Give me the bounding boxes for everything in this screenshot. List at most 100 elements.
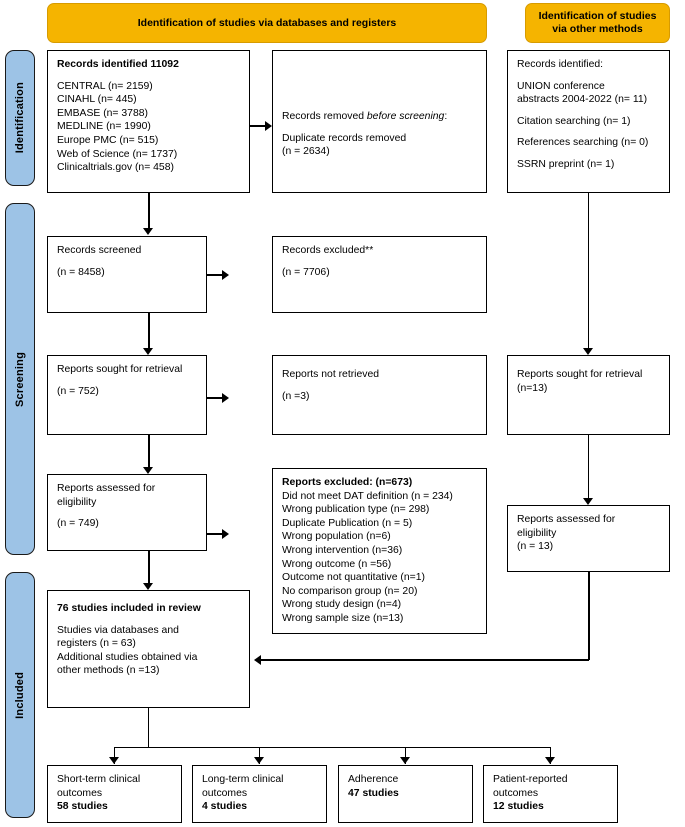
box-reports-sought-other: Reports sought for retrieval (n=13) [507,355,670,435]
records-excluded-count: (n = 7706) [282,266,330,278]
outcome-1-count: 58 studies [57,801,108,813]
arrowhead-right-notretrieved [222,393,229,403]
included-title: 76 studies included in review [57,603,201,614]
outcome-4-count: 12 studies [493,801,544,813]
box-outcome-adherence: Adherence 47 studies [338,765,473,823]
connector-other-to-included-horizontal [261,659,589,661]
source-medline: MEDLINE (n= 1990) [57,121,151,133]
box-other-identified: Records identified: UNION conference abs… [507,50,670,193]
other-references-searching: References searching (n= 0) [517,137,649,149]
reason-dat-definition: Did not meet DAT definition (n = 234) [282,490,453,502]
connector-other-sought-to-assessed [588,435,590,498]
outcome-3-line1: Adherence [348,774,399,785]
source-embase: EMBASE (n= 3788) [57,107,148,119]
box-reports-assessed: Reports assessed for eligibility (n = 74… [47,474,207,551]
connector-screened-to-sought [148,313,150,348]
arrowhead-right-excluded [222,270,229,280]
other-union-line2: abstracts 2004-2022 (n= 11) [517,94,648,106]
connector-drop-outcome-3 [405,747,407,764]
arrowhead-down-outcome-3 [400,757,410,764]
included-databases-line1: Studies via databases and [57,624,179,636]
included-other-line1: Additional studies obtained via [57,651,198,663]
stage-label-identification: Identification [14,82,26,154]
arrowhead-right-removed [265,121,272,131]
reports-assessed-other-line2: eligibility [517,527,557,539]
reason-wrong-intervention: Wrong intervention (n=36) [282,544,403,556]
connector-other-identified-to-sought [588,193,590,348]
box-outcome-short-term: Short-term clinical outcomes 58 studies [47,765,182,823]
connector-identified-to-removed [250,125,265,127]
arrowhead-down-outcome-1 [109,757,119,764]
arrowhead-down-outcome-2 [254,757,264,764]
stage-bar-identification: Identification [5,50,35,186]
outcome-3-count: 47 studies [348,787,399,799]
reason-wrong-outcome: Wrong outcome (n =56) [282,558,392,570]
header-databases-label: Identification of studies via databases … [137,16,397,29]
records-removed-prefix: Records removed [282,111,367,122]
header-databases-registers: Identification of studies via databases … [47,3,487,43]
source-cinahl: CINAHL (n= 445) [57,94,137,106]
duplicate-records-removed: Duplicate records removed [282,132,407,144]
connector-sought-to-assessed [148,435,150,467]
records-screened-count: (n = 8458) [57,266,105,278]
outcome-4-line2: outcomes [493,787,539,799]
reports-assessed-other-count: (n = 13) [517,541,554,553]
included-other-line2: other methods (n =13) [57,665,160,677]
reports-sought-count: (n = 752) [57,385,99,397]
records-removed-emphasis: before screening [366,111,445,122]
box-outcome-patient-reported: Patient-reported outcomes 12 studies [483,765,618,823]
arrowhead-left-included [254,655,261,665]
reports-assessed-label: Reports assessed for eligibility [57,483,156,508]
connector-screened-to-excluded [207,274,222,276]
box-outcome-long-term: Long-term clinical outcomes 4 studies [192,765,327,823]
stage-label-included: Included [14,671,26,719]
arrowhead-down-screened [143,228,153,235]
outcome-2-line1: Long-term clinical [202,774,284,785]
reason-publication-type: Wrong publication type (n= 298) [282,504,430,516]
reason-wrong-sample-size: Wrong sample size (n=13) [282,612,404,624]
other-ssrn-preprint: SSRN preprint (n= 1) [517,158,615,170]
box-records-identified: Records identified 11092 CENTRAL (n= 215… [47,50,250,193]
other-identified-title: Records identified: [517,59,604,70]
outcome-2-line2: outcomes [202,787,248,799]
records-removed-colon: : [444,111,448,122]
connector-assessed-to-included [148,551,150,583]
records-removed-line1: Records removed before screening: [282,110,477,124]
box-records-excluded: Records excluded** (n = 7706) [272,236,487,313]
stage-label-screening: Screening [14,351,26,407]
duplicate-records-count: (n = 2634) [282,146,330,158]
box-reports-not-retrieved: Reports not retrieved (n =3) [272,355,487,435]
reports-assessed-other-line1: Reports assessed for [517,514,616,525]
outcome-1-line2: outcomes [57,787,103,799]
records-excluded-label: Records excluded** [282,245,374,256]
source-central: CENTRAL (n= 2159) [57,80,153,92]
source-europepmc: Europe PMC (n= 515) [57,134,159,146]
connector-drop-outcome-1 [114,747,116,764]
connector-assessed-to-excluded [207,533,222,535]
reports-not-retrieved-count: (n =3) [282,390,310,402]
included-databases-line2: registers (n = 63) [57,638,136,650]
arrowhead-down-outcome-4 [545,757,555,764]
reports-sought-label: Reports sought for retrieval [57,364,183,375]
reports-sought-other-label: Reports sought for retrieval [517,369,643,380]
reports-sought-other-count: (n=13) [517,382,548,394]
connector-identified-to-screened [148,193,150,228]
arrowhead-down-other-sought [583,348,593,355]
box-studies-included: 76 studies included in review Studies vi… [47,590,250,708]
header-other-methods: Identification of studies via other meth… [525,3,670,43]
stage-bar-included: Included [5,572,35,818]
records-identified-title: Records identified 11092 [57,59,179,70]
arrowhead-down-sought [143,348,153,355]
other-citation-searching: Citation searching (n= 1) [517,115,631,127]
outcome-1-line1: Short-term clinical [57,774,141,785]
arrowhead-right-reports-excluded [222,529,229,539]
connector-outcomes-distribution-bar [114,747,551,749]
connector-drop-outcome-4 [550,747,552,764]
box-records-removed: Records removed before screening: Duplic… [272,50,487,193]
reason-no-comparison-group: No comparison group (n= 20) [282,585,418,597]
other-union-line1: UNION conference [517,80,605,92]
outcome-2-count: 4 studies [202,801,248,813]
connector-sought-to-notretrieved [207,397,222,399]
connector-included-to-outcomes-stem [148,708,150,748]
